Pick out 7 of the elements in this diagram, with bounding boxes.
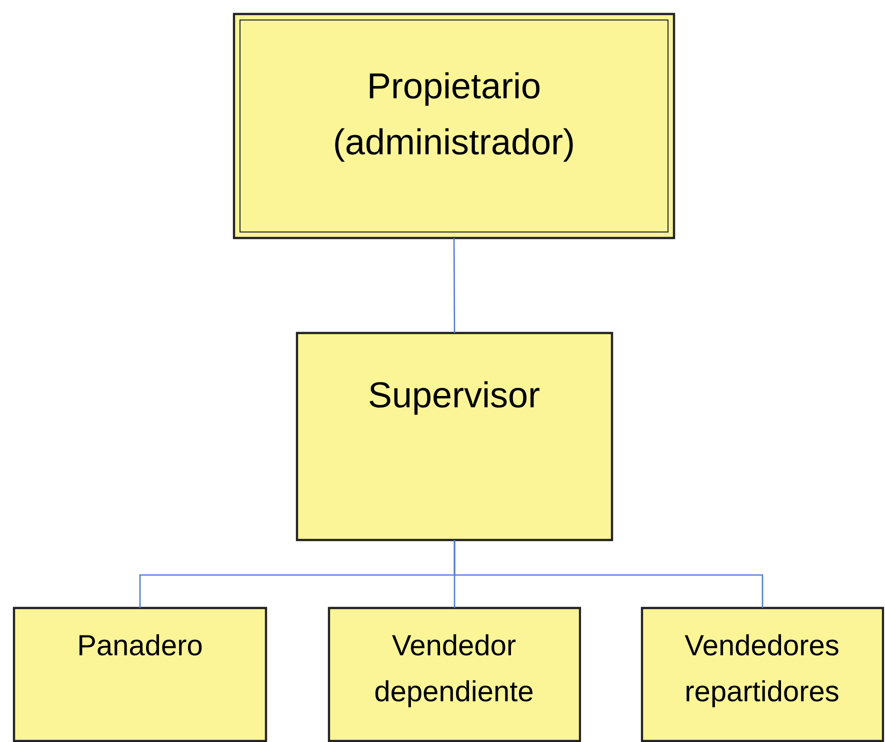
- org-box: Panadero: [12, 606, 268, 742]
- org-box: Supervisor: [296, 332, 614, 542]
- connector-line: [453, 238, 456, 333]
- connector-line: [454, 540, 764, 608]
- org-box: Propietario (administrador): [232, 12, 676, 240]
- org-box: Vendedores repartidores: [640, 606, 884, 742]
- org-box: Vendedor dependiente: [328, 606, 582, 742]
